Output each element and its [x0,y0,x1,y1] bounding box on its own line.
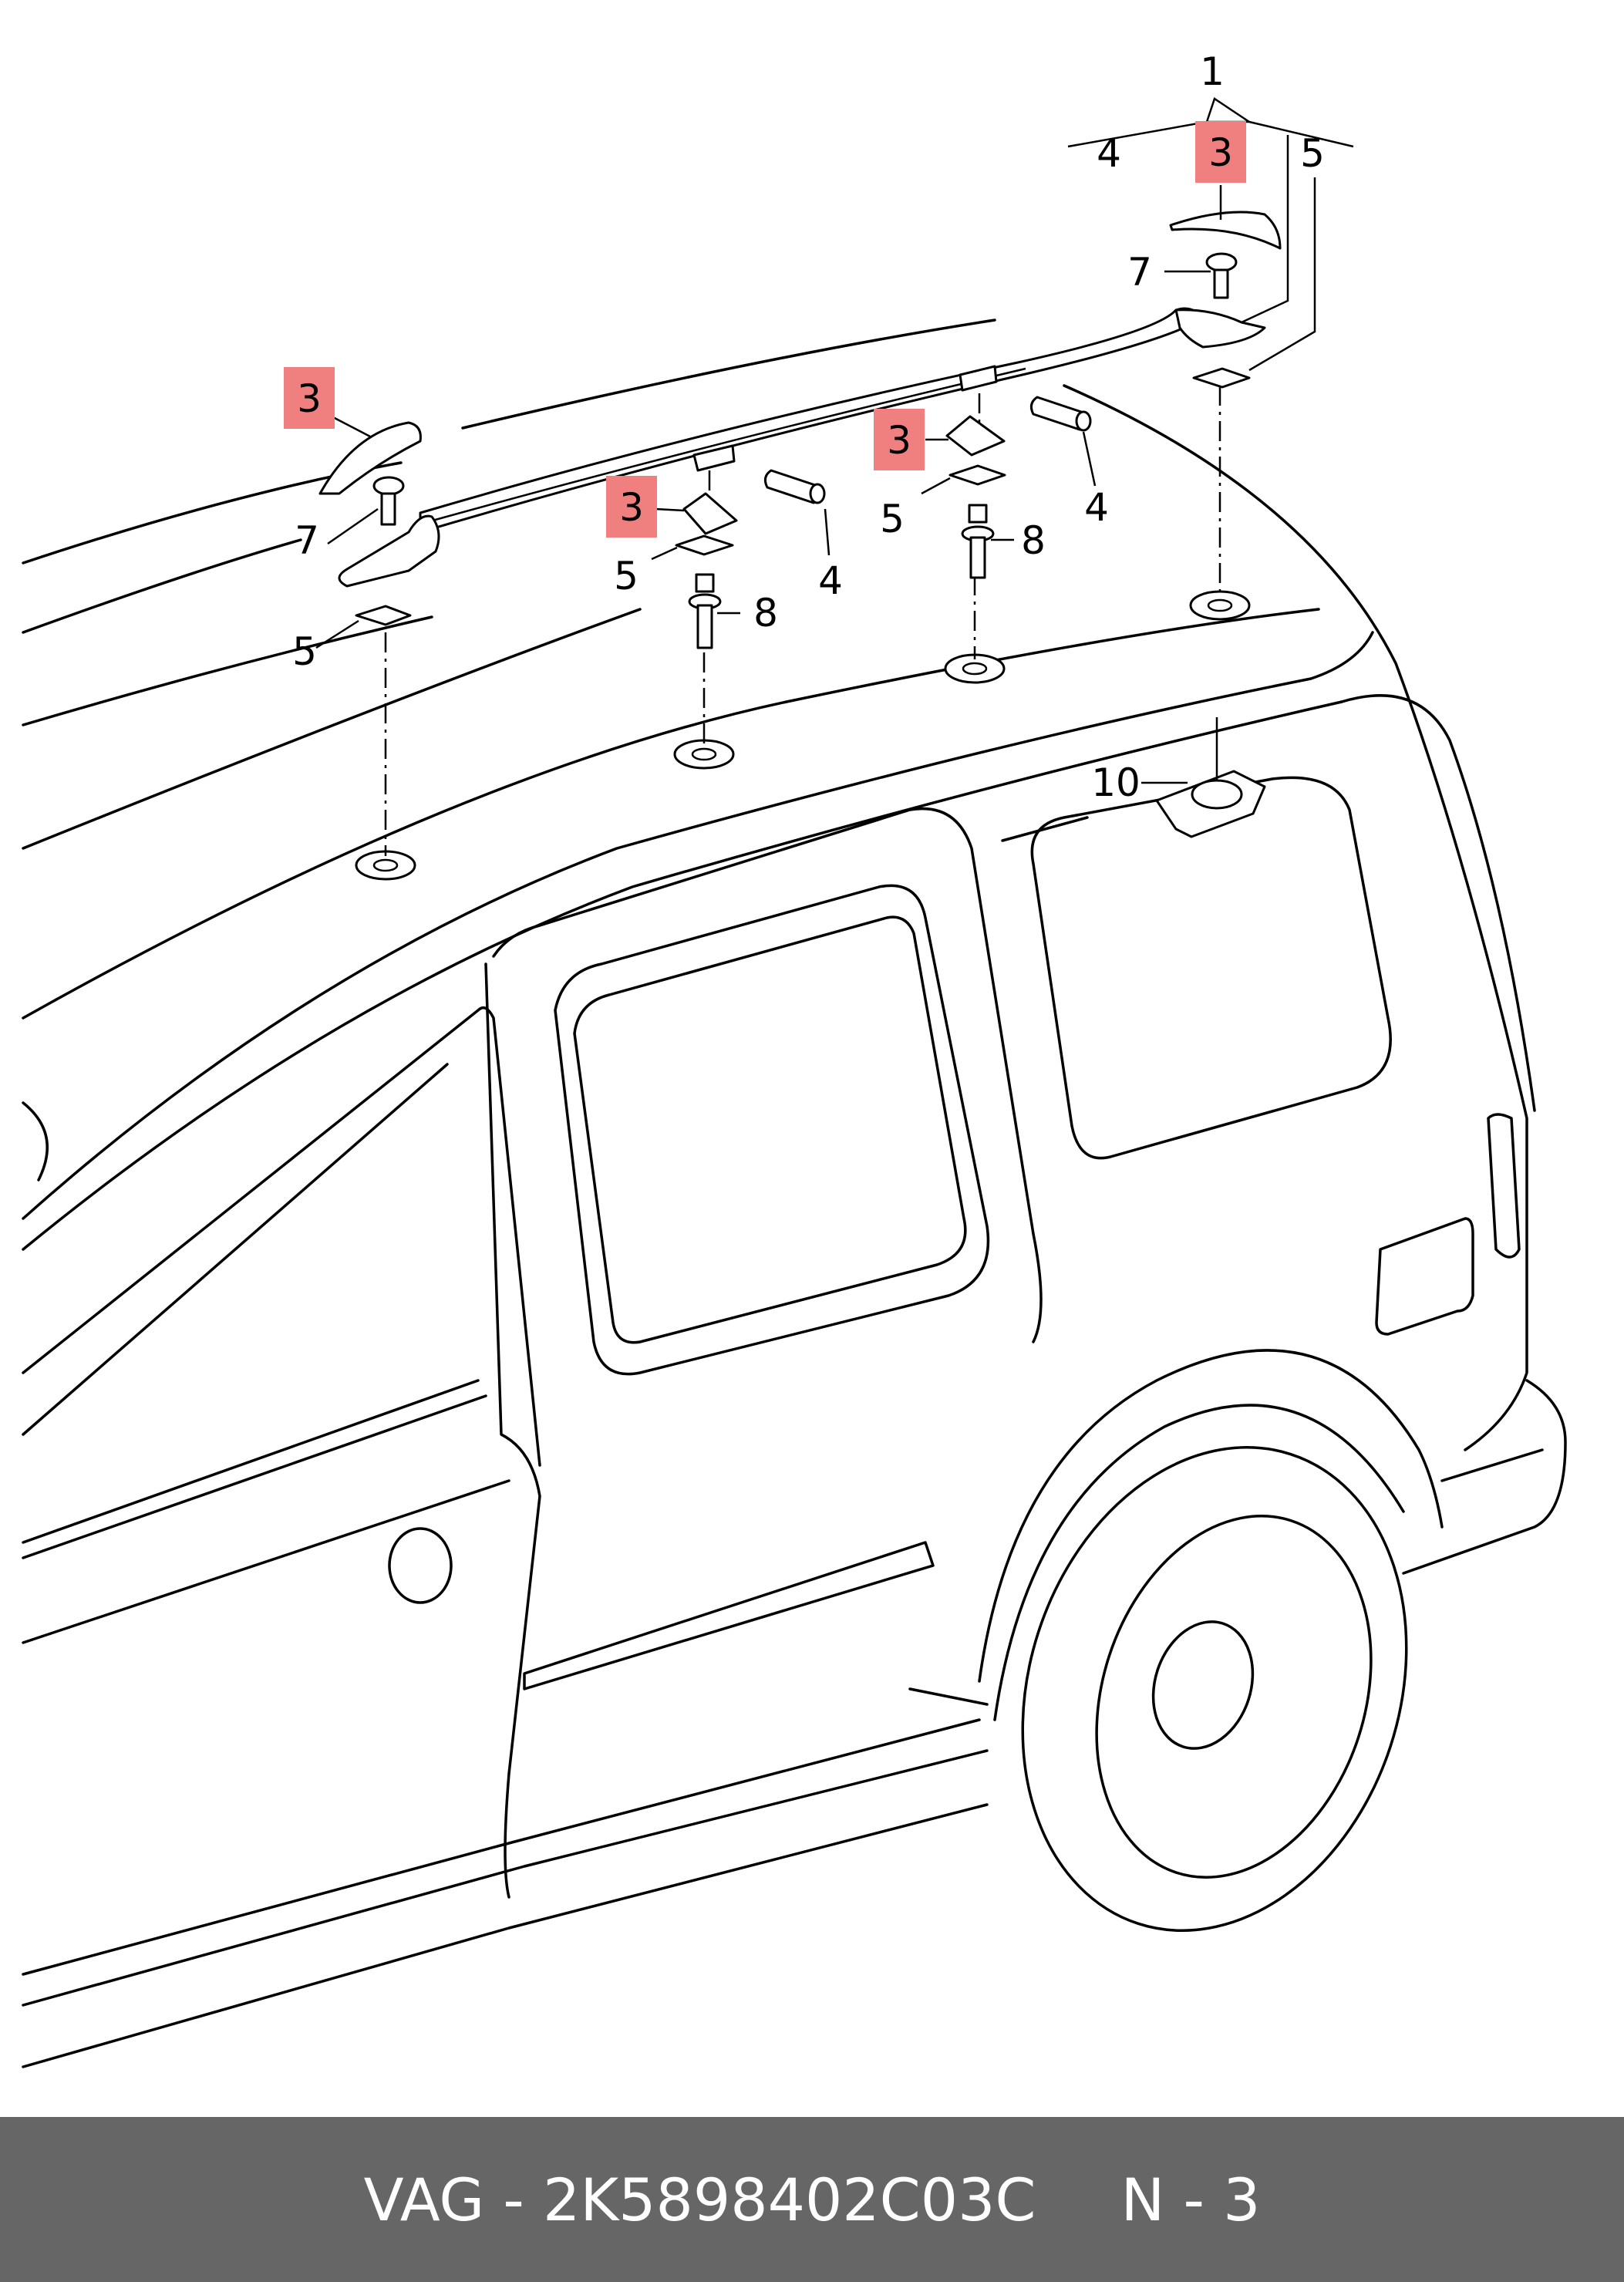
callout-bolt-mid-a: 8 [753,591,778,635]
callout-labels: 1 3 3 3 3 4 5 4 4 5 5 5 7 7 8 8 10 [284,49,1325,805]
callout-screw-front: 7 [295,518,319,563]
callout-bolt-mid-b: 8 [1021,518,1046,563]
callout-seal-bracket: 5 [1300,131,1325,176]
callout-seal-mid-a: 5 [614,554,638,598]
leader-lines [315,97,1354,784]
callout-pin-bracket: 4 [1097,131,1121,176]
trim-cap-rear [1169,211,1282,250]
callout-antenna-base: 10 [1091,760,1141,805]
seal-mid-a [675,534,734,556]
pin-mid-a [763,469,826,504]
callout-seal-front: 5 [292,629,317,674]
roof-rail-exploded-diagram: 1 3 3 3 3 4 5 4 4 5 5 5 7 7 8 8 10 [22,49,1567,2068]
part-number-footer: VAG - 2K5898402C03C N - 3 [0,2117,1624,2282]
trim-wedge-a [682,492,738,535]
callout-seal-mid-b: 5 [880,497,905,541]
part-reference: VAG - 2K5898402C03C [363,2165,1036,2234]
callout-pin-b: 4 [1084,485,1109,530]
callout-pin-a: 4 [818,558,843,603]
highlight-box-front [284,367,335,429]
page-reference: N - 3 [1120,2165,1261,2234]
callout-trim-cap-rear: 3 [1208,130,1233,175]
seal-mid-b [948,464,1006,486]
highlight-box-mid-b [874,409,925,470]
mount-points [355,386,1251,881]
seal-front [355,605,412,626]
bolt-mid-a [688,573,722,649]
highlight-box-mid-a [606,476,657,538]
pin-mid-b [1029,396,1092,432]
trim-wedge-b [945,415,1006,457]
roof-rail [338,307,1266,588]
screw-rear [1205,252,1238,299]
callout-trim-wedge-a: 3 [619,485,644,530]
screw-front [372,476,405,526]
callout-assembly: 1 [1200,49,1225,94]
bolt-mid-b [961,504,995,579]
callout-trim-wedge-b: 3 [887,418,911,463]
seal-rear [1192,367,1251,389]
callout-screw-rear: 7 [1127,250,1152,295]
highlight-box-rear [1195,121,1246,183]
callout-trim-cap-front: 3 [297,376,322,421]
trim-cap-front [318,421,422,495]
vehicle-outline [22,319,1567,2068]
antenna-base [1155,717,1266,838]
